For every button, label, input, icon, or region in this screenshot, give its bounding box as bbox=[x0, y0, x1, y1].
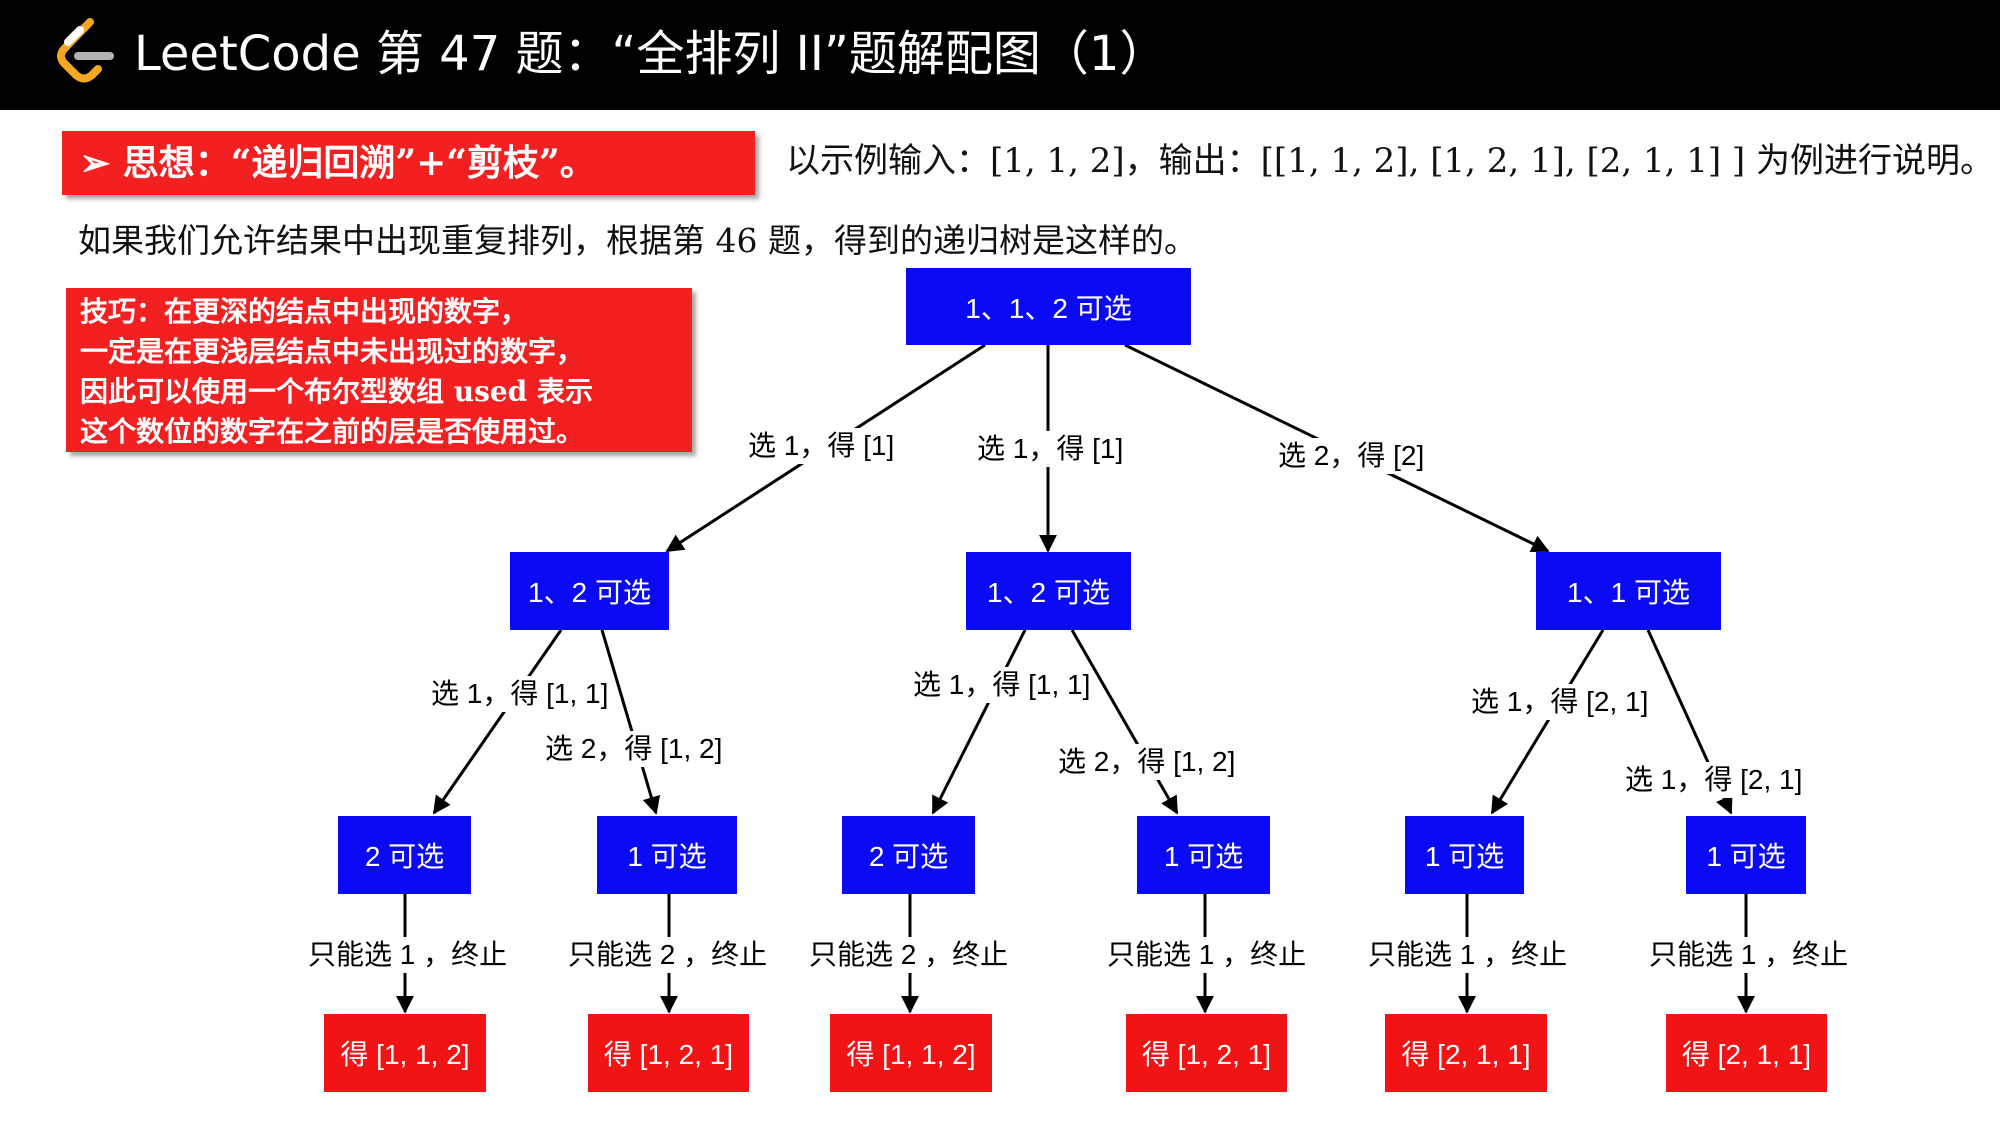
edge-label: 只能选 2 ，终止 bbox=[807, 937, 1011, 973]
edge-l1c-l2e bbox=[1490, 629, 1605, 815]
tree-node-level2: 1 可选 bbox=[597, 816, 737, 894]
tip-line: 这个数位的数字在之前的层是否使用过。 bbox=[80, 415, 585, 448]
edge-label: 选 1，得 [1] bbox=[746, 428, 897, 464]
tip-line: 技巧：在更深的结点中出现的数字， bbox=[80, 295, 529, 328]
edge-label: 只能选 1 ，终止 bbox=[1105, 937, 1309, 973]
edge-label: 选 1，得 [1, 1] bbox=[911, 667, 1093, 703]
tip-line: 一定是在更浅层结点中未出现过的数字， bbox=[80, 335, 585, 368]
tree-node-level2: 1 可选 bbox=[1405, 816, 1524, 894]
edge-label: 选 1，得 [2, 1] bbox=[1623, 762, 1805, 798]
example-text: 以示例输入：[1, 1, 2]，输出：[[1, 1, 2], [1, 2, 1]… bbox=[786, 141, 1994, 181]
edge-l1a-l2a bbox=[432, 629, 563, 815]
edge-label: 只能选 1 ，终止 bbox=[1647, 937, 1851, 973]
edge-label: 选 1，得 [1, 1] bbox=[429, 676, 611, 712]
edge-label: 只能选 1 ，终止 bbox=[306, 937, 510, 973]
edge-label: 选 1，得 [2, 1] bbox=[1469, 684, 1651, 720]
leetcode-logo-icon bbox=[57, 18, 114, 83]
result-node: 得 [2, 1, 1] bbox=[1666, 1014, 1827, 1092]
result-node: 得 [1, 1, 2] bbox=[830, 1014, 992, 1092]
tip-callout: 技巧：在更深的结点中出现的数字， 一定是在更浅层结点中未出现过的数字， 因此可以… bbox=[66, 288, 692, 452]
tree-node-level1: 1、1 可选 bbox=[1536, 552, 1721, 630]
edge-label: 选 2，得 [2] bbox=[1276, 438, 1427, 474]
tree-node-level2: 2 可选 bbox=[338, 816, 471, 894]
edge-l1b-l2d bbox=[1070, 629, 1179, 815]
tree-node-level2: 2 可选 bbox=[842, 816, 975, 894]
page-title: LeetCode 第 47 题：“全排列 II”题解配图（1） bbox=[134, 26, 1168, 82]
result-node: 得 [1, 2, 1] bbox=[588, 1014, 749, 1092]
edge-label: 选 2，得 [1, 2] bbox=[543, 731, 725, 767]
edge-l1b-l2c bbox=[931, 629, 1027, 815]
tree-node-level1: 1、2 可选 bbox=[510, 552, 669, 630]
tip-line: 因此可以使用一个布尔型数组 used 表示 bbox=[80, 375, 594, 408]
tree-node-level1: 1、2 可选 bbox=[966, 552, 1131, 630]
result-node: 得 [1, 2, 1] bbox=[1126, 1014, 1287, 1092]
title-bar: LeetCode 第 47 题：“全排列 II”题解配图（1） bbox=[0, 0, 2000, 110]
idea-text: ➢ 思想：“递归回溯”+“剪枝”。 bbox=[80, 142, 596, 184]
edge-label: 只能选 1 ，终止 bbox=[1366, 937, 1570, 973]
edge-label: 选 1，得 [1] bbox=[975, 431, 1126, 467]
result-node: 得 [1, 1, 2] bbox=[324, 1014, 486, 1092]
intro-text: 如果我们允许结果中出现重复排列，根据第 46 题，得到的递归树是这样的。 bbox=[78, 221, 1197, 260]
tree-node-level2: 1 可选 bbox=[1137, 816, 1270, 894]
edge-label: 选 2，得 [1, 2] bbox=[1056, 744, 1238, 780]
edge-label: 只能选 2 ，终止 bbox=[566, 937, 770, 973]
result-node: 得 [2, 1, 1] bbox=[1385, 1014, 1547, 1092]
tree-node-level2: 1 可选 bbox=[1686, 816, 1806, 894]
tree-node-root: 1、1、2 可选 bbox=[906, 268, 1191, 345]
idea-banner: ➢ 思想：“递归回溯”+“剪枝”。 bbox=[62, 131, 755, 195]
edge-l1a-l2b bbox=[600, 629, 661, 815]
